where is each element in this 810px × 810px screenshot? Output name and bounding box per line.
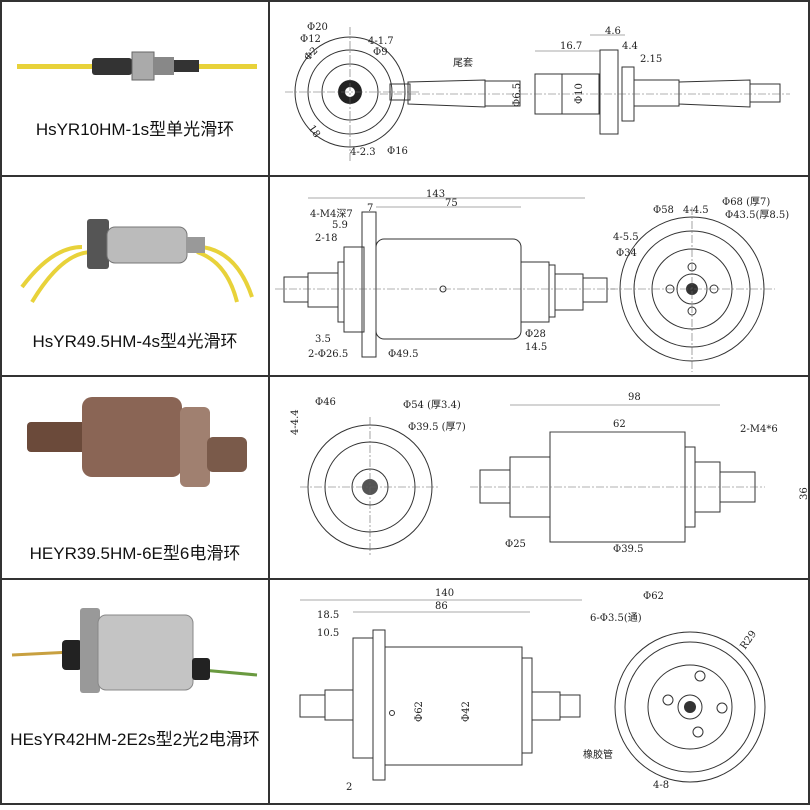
dimension-label: 2.15 bbox=[640, 54, 662, 65]
dimension-label: 4-1.7 bbox=[368, 36, 394, 47]
dimension-label: 16.7 bbox=[560, 41, 582, 52]
dimension-label: 4-8 bbox=[653, 780, 669, 791]
drawing-cell: Φ20 Φ12 Φ2 4-1.7 Φ9 18 4-2.3 Φ16 尾套 Φ6.5… bbox=[268, 0, 810, 177]
dimension-label: 98 bbox=[628, 392, 641, 403]
dimension-label: Φ43.5(厚8.5) bbox=[725, 209, 789, 221]
table-row: HsYR49.5HM-4s型4光滑环 143 75 7 4-M4深7 5.9 2… bbox=[0, 175, 810, 377]
dimension-label: 4.6 bbox=[605, 26, 621, 37]
product-name: HsYR49.5HM-4s型4光滑环 bbox=[32, 332, 238, 351]
dimension-label: 3.5 bbox=[315, 334, 331, 345]
dimension-label: Φ54 (厚3.4) bbox=[403, 399, 461, 411]
product-photo bbox=[27, 397, 247, 487]
product-cell: HsYR49.5HM-4s型4光滑环 bbox=[0, 175, 270, 377]
dimension-label: 2-M4*6 bbox=[740, 424, 778, 435]
technical-drawing: Φ46 Φ54 (厚3.4) Φ39.5 (厚7) 4-4.4 98 62 2-… bbox=[290, 392, 810, 557]
table-row: HEYR39.5HM-6E型6电滑环 Φ46 Φ54 (厚3.4) Φ39.5 … bbox=[0, 375, 810, 580]
dimension-label: 140 bbox=[435, 588, 454, 599]
dimension-label: Φ9 bbox=[373, 47, 388, 58]
dimension-label: 5.9 bbox=[332, 220, 348, 231]
dimension-label: 86 bbox=[435, 601, 448, 612]
product-photo bbox=[17, 51, 257, 81]
dimension-label: Φ42 bbox=[461, 701, 472, 722]
dimension-label: 10.5 bbox=[317, 628, 339, 639]
dimension-label: Φ6.5 bbox=[512, 83, 523, 107]
dimension-label: Φ39.5 bbox=[613, 544, 643, 555]
table-row: HsYR10HM-1s型单光滑环 Φ20 Φ12 Φ2 4-1.7 Φ9 18 … bbox=[0, 0, 810, 177]
dimension-label: 2-18 bbox=[315, 233, 337, 244]
dimension-label: Φ39.5 (厚7) bbox=[408, 421, 466, 433]
dimension-label: 尾套 bbox=[453, 56, 473, 69]
dimension-label: 4-4.4 bbox=[290, 409, 301, 435]
dimension-label: Φ46 bbox=[315, 397, 336, 408]
technical-drawing: Φ20 Φ12 Φ2 4-1.7 Φ9 18 4-2.3 Φ16 尾套 Φ6.5… bbox=[285, 22, 790, 162]
product-cell: HEsYR42HM-2E2s型2光2电滑环 bbox=[0, 578, 270, 805]
dimension-label: Φ28 bbox=[525, 329, 546, 340]
dimension-label: 7 bbox=[367, 203, 373, 214]
dimension-label: 14.5 bbox=[525, 342, 547, 353]
drawing-cell: 140 86 18.5 10.5 2 Φ62 Φ42 橡胶管 Φ62 6-Φ3.… bbox=[268, 578, 810, 805]
dimension-label: 36 bbox=[799, 487, 810, 500]
dimension-label: 6-Φ3.5(通) bbox=[590, 612, 642, 624]
drawing-cell: Φ46 Φ54 (厚3.4) Φ39.5 (厚7) 4-4.4 98 62 2-… bbox=[268, 375, 810, 580]
dimension-label: Φ62 bbox=[414, 701, 425, 722]
dimension-label: Φ20 bbox=[307, 22, 328, 33]
dimension-label: 2-Φ26.5 bbox=[308, 349, 348, 360]
dimension-label: Φ10 bbox=[574, 83, 585, 104]
dimension-label: 4-4.5 bbox=[683, 205, 709, 216]
dimension-label: 4.4 bbox=[622, 41, 638, 52]
dimension-label: 橡胶管 bbox=[583, 748, 613, 761]
product-cell: HsYR10HM-1s型单光滑环 bbox=[0, 0, 270, 177]
product-photo bbox=[20, 219, 254, 304]
dimension-label: 143 bbox=[426, 189, 445, 200]
dimension-label: Φ49.5 bbox=[388, 349, 418, 360]
table-row: HEsYR42HM-2E2s型2光2电滑环 140 86 18.5 10.5 2… bbox=[0, 578, 810, 805]
dimension-label: Φ62 bbox=[643, 591, 664, 602]
product-name: HEYR39.5HM-6E型6电滑环 bbox=[29, 544, 241, 563]
dimension-label: Φ25 bbox=[505, 539, 526, 550]
dimension-label: Φ16 bbox=[387, 146, 408, 157]
dimension-label: 2 bbox=[346, 782, 352, 793]
product-photo bbox=[11, 608, 258, 693]
drawing-cell: 143 75 7 4-M4深7 5.9 2-18 3.5 2-Φ26.5 Φ49… bbox=[268, 175, 810, 377]
dimension-label: Φ34 bbox=[616, 248, 637, 259]
dimension-label: 62 bbox=[613, 419, 626, 430]
dimension-label: R29 bbox=[738, 629, 759, 652]
product-name: HsYR10HM-1s型单光滑环 bbox=[35, 120, 235, 139]
dimension-label: Φ68 (厚7) bbox=[722, 196, 770, 208]
dimension-label: 4-M4深7 bbox=[310, 208, 353, 220]
dimension-label: 4-5.5 bbox=[613, 232, 639, 243]
dimension-label: 75 bbox=[445, 198, 458, 209]
dimension-label: 18.5 bbox=[317, 610, 339, 621]
dimension-label: Φ58 bbox=[653, 205, 674, 216]
dimension-label: Φ12 bbox=[300, 34, 321, 45]
technical-drawing: 140 86 18.5 10.5 2 Φ62 Φ42 橡胶管 Φ62 6-Φ3.… bbox=[299, 588, 766, 793]
product-cell: HEYR39.5HM-6E型6电滑环 bbox=[0, 375, 270, 580]
technical-drawing: 143 75 7 4-M4深7 5.9 2-18 3.5 2-Φ26.5 Φ49… bbox=[275, 189, 789, 372]
dimension-label: 4-2.3 bbox=[350, 147, 376, 158]
product-name: HEsYR42HM-2E2s型2光2电滑环 bbox=[10, 730, 260, 749]
